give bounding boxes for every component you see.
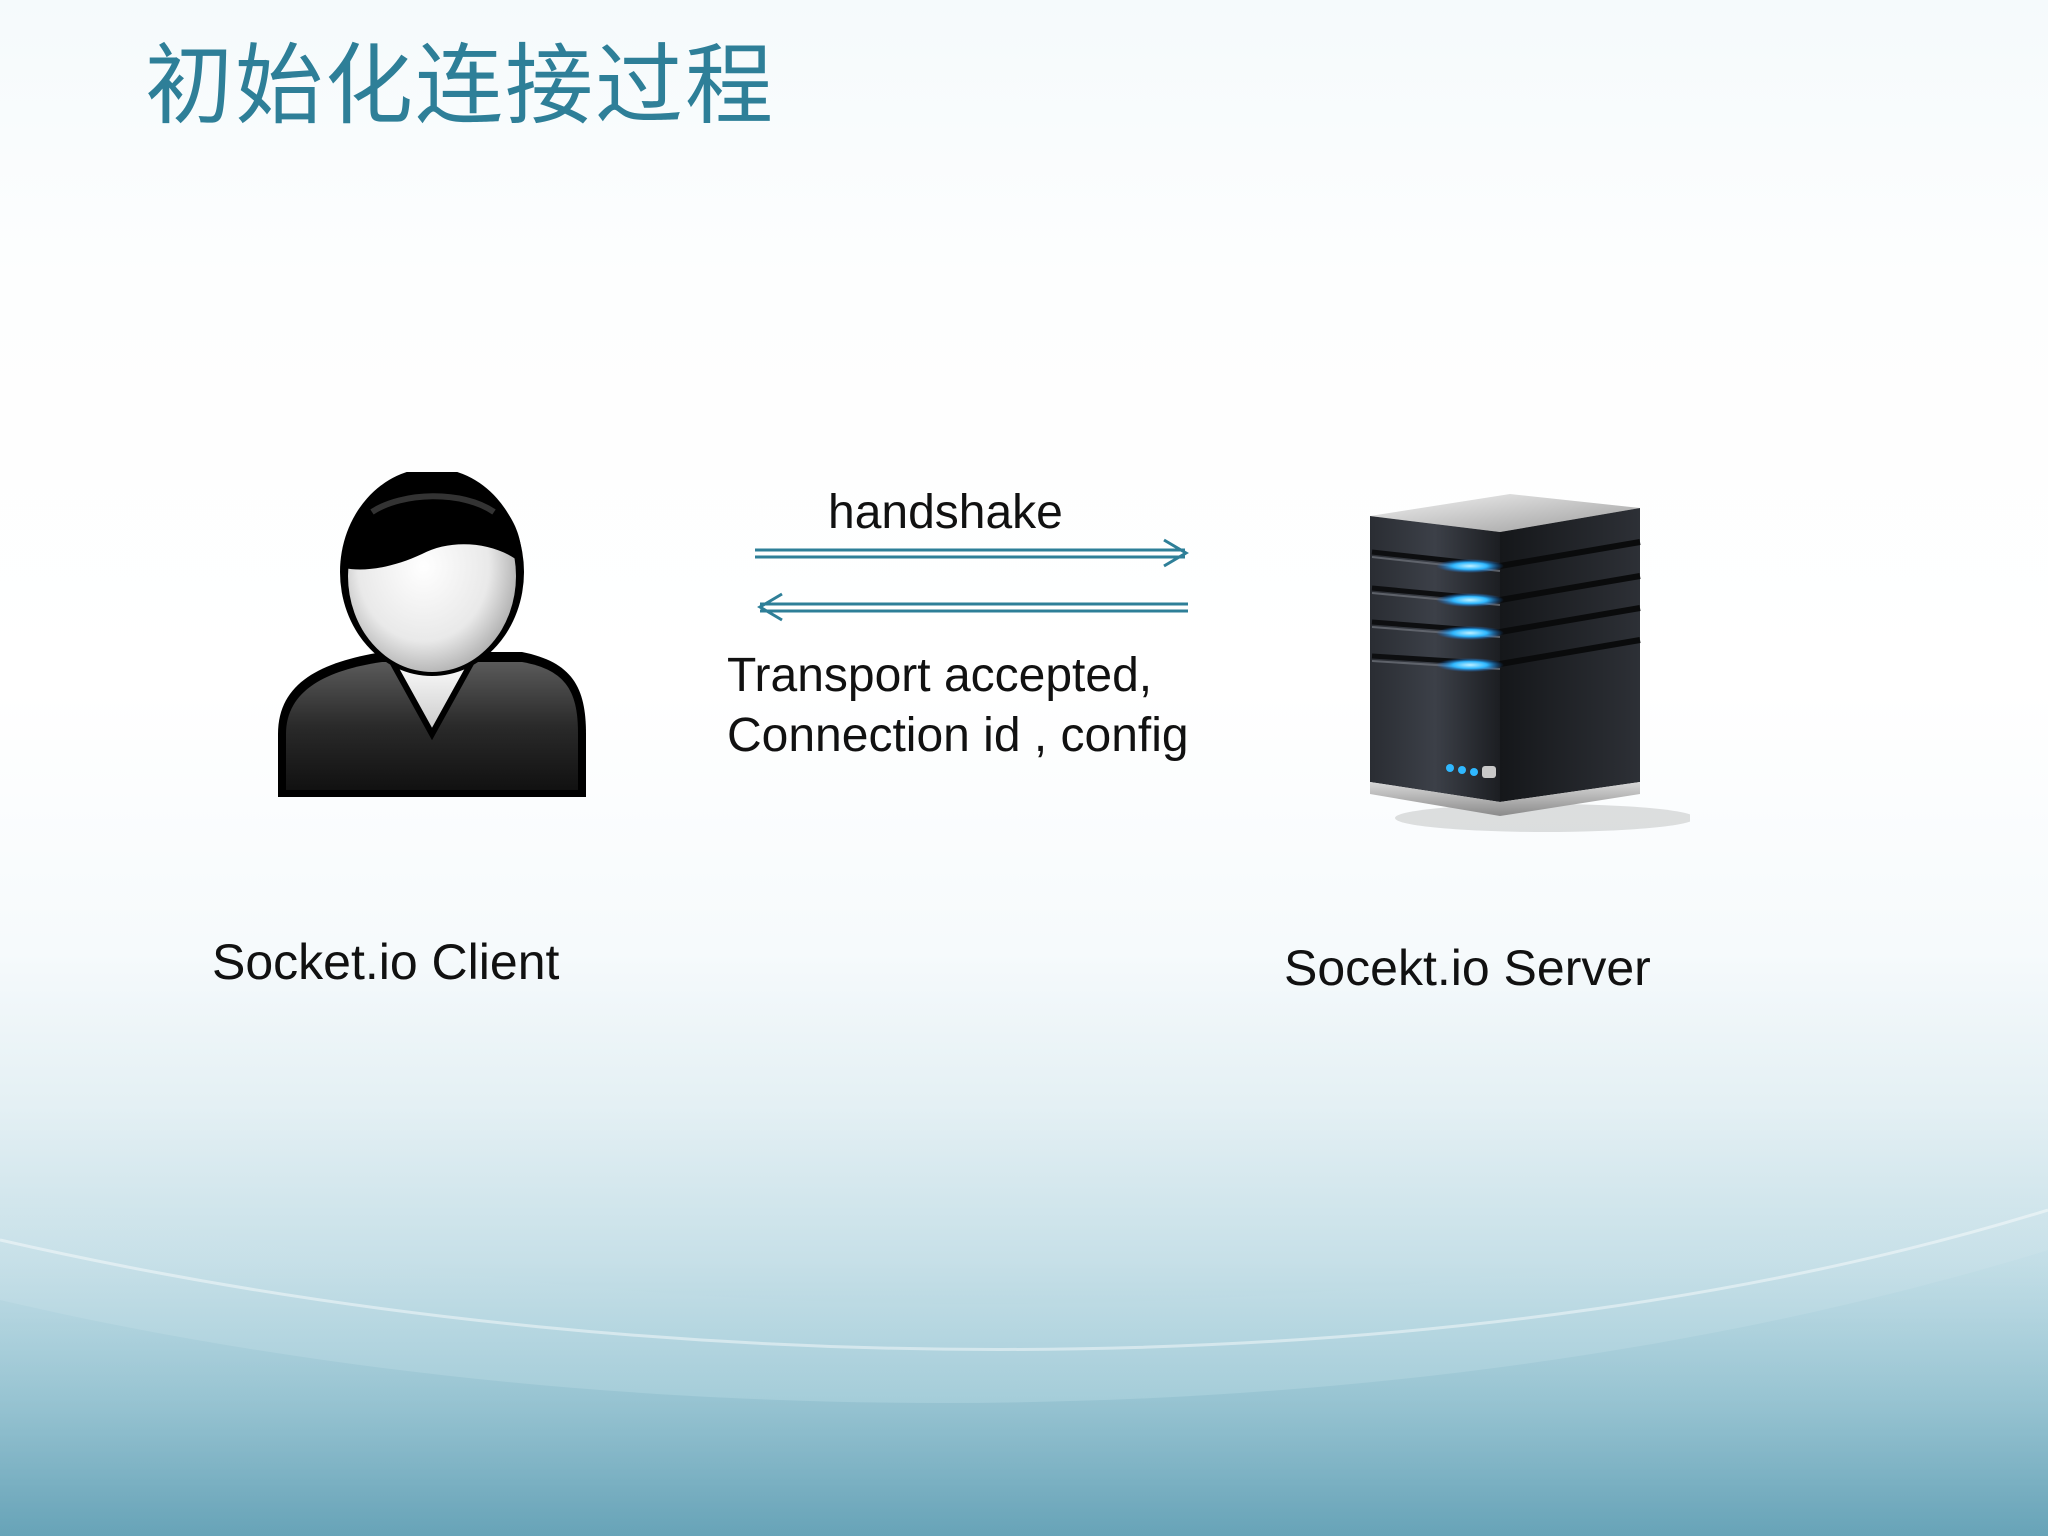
slide-title: 初始化连接过程 [145, 34, 776, 137]
response-arrow [757, 592, 1188, 622]
server-icon [1370, 494, 1690, 832]
handshake-label: handshake [828, 486, 1063, 539]
client-label: Socket.io Client [212, 934, 560, 990]
user-icon [278, 472, 586, 797]
handshake-arrow [755, 538, 1189, 568]
response-line: Connection id , config [727, 709, 1189, 762]
server-label: Socekt.io Server [1284, 940, 1651, 996]
response-line: Transport accepted, [727, 649, 1153, 702]
response-label: Transport accepted, Connection id , conf… [727, 646, 1189, 766]
